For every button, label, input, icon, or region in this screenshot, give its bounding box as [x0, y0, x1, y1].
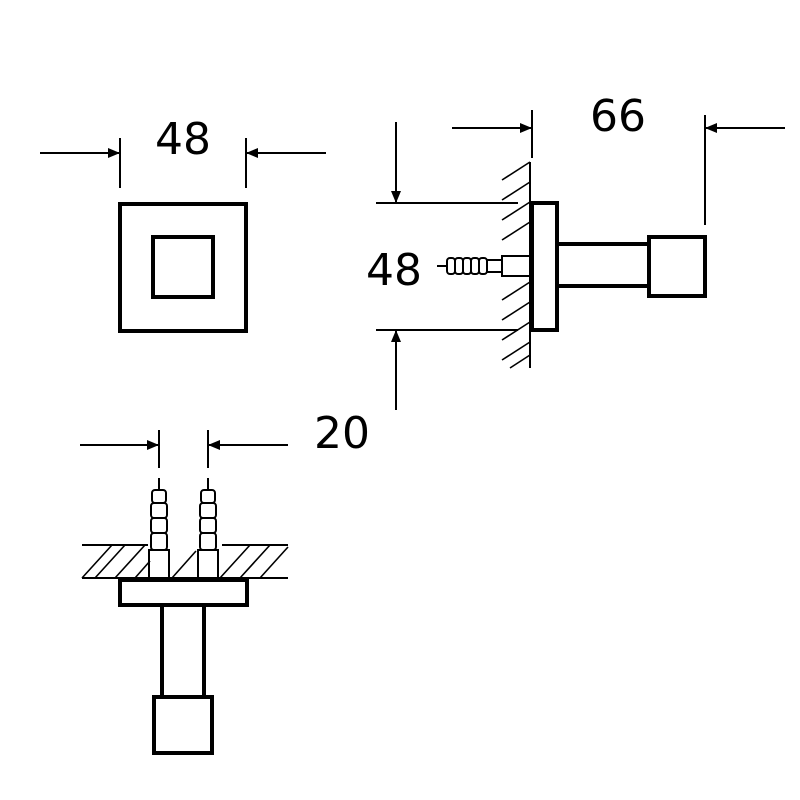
- hook-end-cap: [647, 235, 707, 298]
- hook-end-cap-bottom: [152, 695, 214, 755]
- dimension-label-screw-spacing: 20: [314, 408, 370, 459]
- hook-stem-vertical: [160, 603, 206, 699]
- hook-stem: [555, 242, 651, 288]
- bottom-view: 20: [80, 408, 370, 755]
- hook-end-square: [151, 235, 215, 299]
- wall-dowel: [501, 255, 531, 277]
- rosette-plate: [530, 201, 559, 332]
- dimension-label-width: 48: [155, 114, 211, 165]
- screw-icon: [437, 257, 503, 275]
- mounting-surface-hatching: [81, 544, 289, 579]
- wall-hatching: [501, 161, 531, 369]
- screw-icon: [148, 478, 170, 579]
- front-view: 48: [40, 114, 326, 333]
- dimension-label-depth: 66: [590, 91, 646, 142]
- screw-icon: [197, 478, 219, 579]
- side-view: 66 48: [366, 91, 785, 410]
- dimension-label-height: 48: [366, 245, 422, 296]
- rosette-plate-top: [118, 578, 249, 607]
